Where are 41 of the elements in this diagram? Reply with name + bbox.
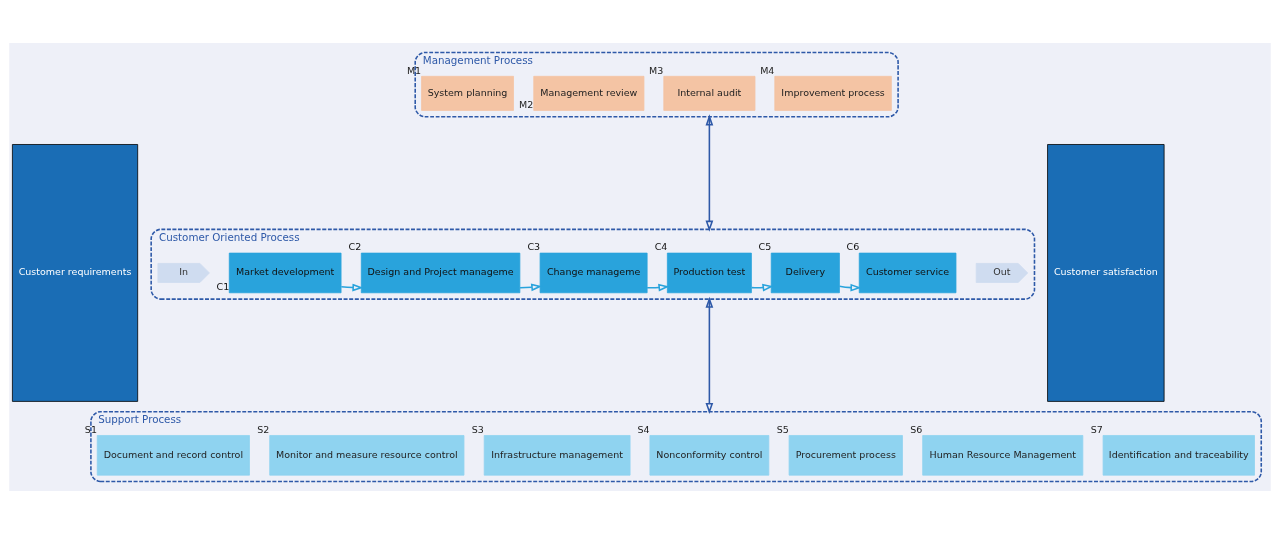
node-box: Market development	[228, 252, 342, 294]
node-label: S1	[84, 423, 97, 435]
node-label: M4	[760, 64, 775, 76]
node-box: Document and record control	[96, 435, 250, 476]
node-label: S2	[257, 423, 270, 435]
node-box: Production test	[666, 252, 752, 294]
node-box: Identification and traceability	[1102, 435, 1255, 476]
node-box: System planning	[421, 75, 514, 111]
node-box: Delivery	[770, 252, 840, 294]
node-label: C4	[654, 241, 668, 253]
node-box: Design and Project manageme	[360, 252, 521, 294]
node-box: Customer satisfaction	[1047, 144, 1165, 402]
arrow	[646, 283, 670, 292]
node-box: Management review	[533, 75, 645, 111]
node-box: Improvement process	[774, 75, 892, 111]
node-label: C6	[846, 241, 860, 253]
node-label: S5	[776, 423, 789, 435]
node-box: Nonconformity control	[649, 435, 770, 476]
node-label: S3	[471, 423, 484, 435]
node-label: C3	[527, 241, 541, 253]
node-box: Internal audit	[663, 75, 756, 111]
node-box: Customer service	[858, 252, 957, 294]
arrow	[705, 114, 714, 232]
node-label: M2	[519, 98, 534, 110]
node-label: M1	[406, 64, 422, 76]
node-box: Procurement process	[788, 435, 903, 476]
node-label: C5	[758, 241, 772, 253]
node-label: S4	[637, 423, 650, 435]
node-box: Change manageme	[539, 252, 648, 294]
node-label: C2	[348, 241, 362, 253]
arrow	[750, 283, 774, 292]
node-box: Human Resource Management	[922, 435, 1084, 476]
arrow	[340, 283, 364, 292]
node-box: Monitor and measure resource control	[269, 435, 465, 476]
node-label: S7	[1090, 423, 1103, 435]
arrow	[705, 296, 714, 415]
node-box: Customer requirements	[12, 144, 139, 402]
node-label: C1	[216, 281, 230, 293]
node-box: Infrastructure management	[483, 435, 631, 476]
node-label: S6	[910, 423, 923, 435]
node-label: M3	[649, 64, 664, 76]
